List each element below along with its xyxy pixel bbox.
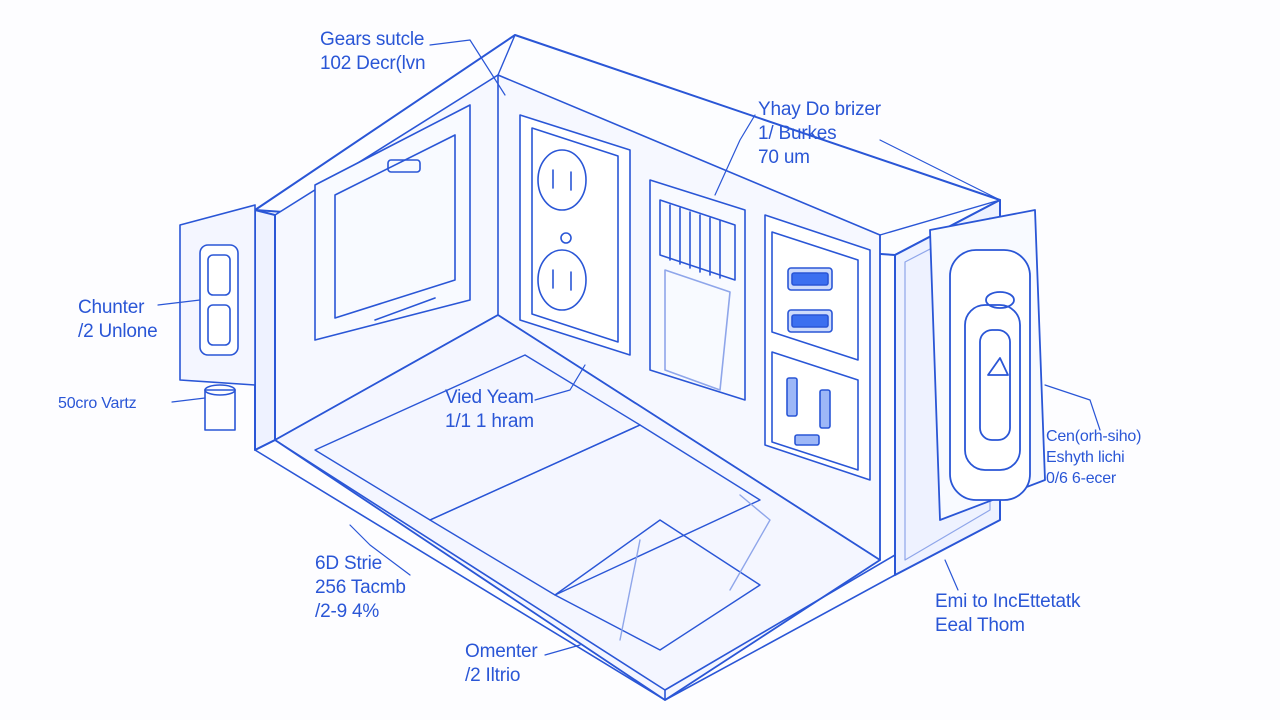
label-left-mid-line2: /2 Unlone: [78, 321, 158, 342]
label-right-mid-line1: Cen(orh-siho): [1046, 428, 1142, 445]
inner-display-panel: [314, 104, 471, 341]
label-left-low: 50cro Vartz: [58, 393, 137, 414]
label-center-line2: 1/1 1 hram: [445, 411, 534, 432]
label-right-mid: Cen(orh-siho) Eshyth lichi 0/6 6-ecer: [1046, 426, 1141, 489]
label-bottom-left-line3: /2-9 4%: [315, 601, 380, 622]
label-bottom-center: Omenter /2 Iltrio: [465, 640, 538, 688]
label-bottom-center-line2: /2 Iltrio: [465, 665, 521, 686]
label-right-mid-line3: 0/6 6-ecer: [1046, 470, 1117, 487]
label-bottom-right-line2: Eeal Thom: [935, 615, 1025, 636]
label-left-mid: Chunter /2 Unlone: [78, 296, 158, 344]
floor-panels: [314, 354, 771, 651]
label-bottom-center-line1: Omenter: [465, 641, 538, 662]
label-center: Vied Yeam 1/1 1 hram: [445, 386, 534, 434]
label-top-left-line2: 102 Decr(lvn: [320, 53, 426, 74]
label-top-right-line1: Yhay Do brizer: [758, 99, 881, 120]
label-top-right: Yhay Do brizer 1/ Burkes 70 um: [758, 98, 881, 170]
label-bottom-right-line1: Emi to IncEttetatk: [935, 591, 1081, 612]
label-left-low-line1: 50cro Vartz: [58, 395, 137, 412]
label-top-left: Gears sutcle 102 Decr(lvn: [320, 28, 426, 76]
label-top-right-line2: 1/ Burkes: [758, 123, 837, 144]
label-bottom-left-line2: 256 Tacmb: [315, 577, 406, 598]
label-top-left-line1: Gears sutcle: [320, 29, 425, 50]
vent-module: [649, 179, 746, 401]
label-bottom-left: 6D Strie 256 Tacmb /2-9 4%: [315, 552, 406, 624]
label-bottom-right: Emi to IncEttetatk Eeal Thom: [935, 590, 1080, 638]
label-top-right-line3: 70 um: [758, 147, 810, 168]
label-right-mid-line2: Eshyth lichi: [1046, 449, 1125, 466]
usb-panel: [764, 214, 871, 481]
label-left-mid-line1: Chunter: [78, 297, 145, 318]
label-bottom-left-line1: 6D Strie: [315, 553, 383, 574]
leader-lines: [157, 39, 1101, 656]
rocker-switch: [929, 209, 1046, 521]
left-latch: [179, 204, 256, 431]
label-center-line1: Vied Yeam: [445, 387, 534, 408]
duplex-outlet: [519, 114, 631, 356]
